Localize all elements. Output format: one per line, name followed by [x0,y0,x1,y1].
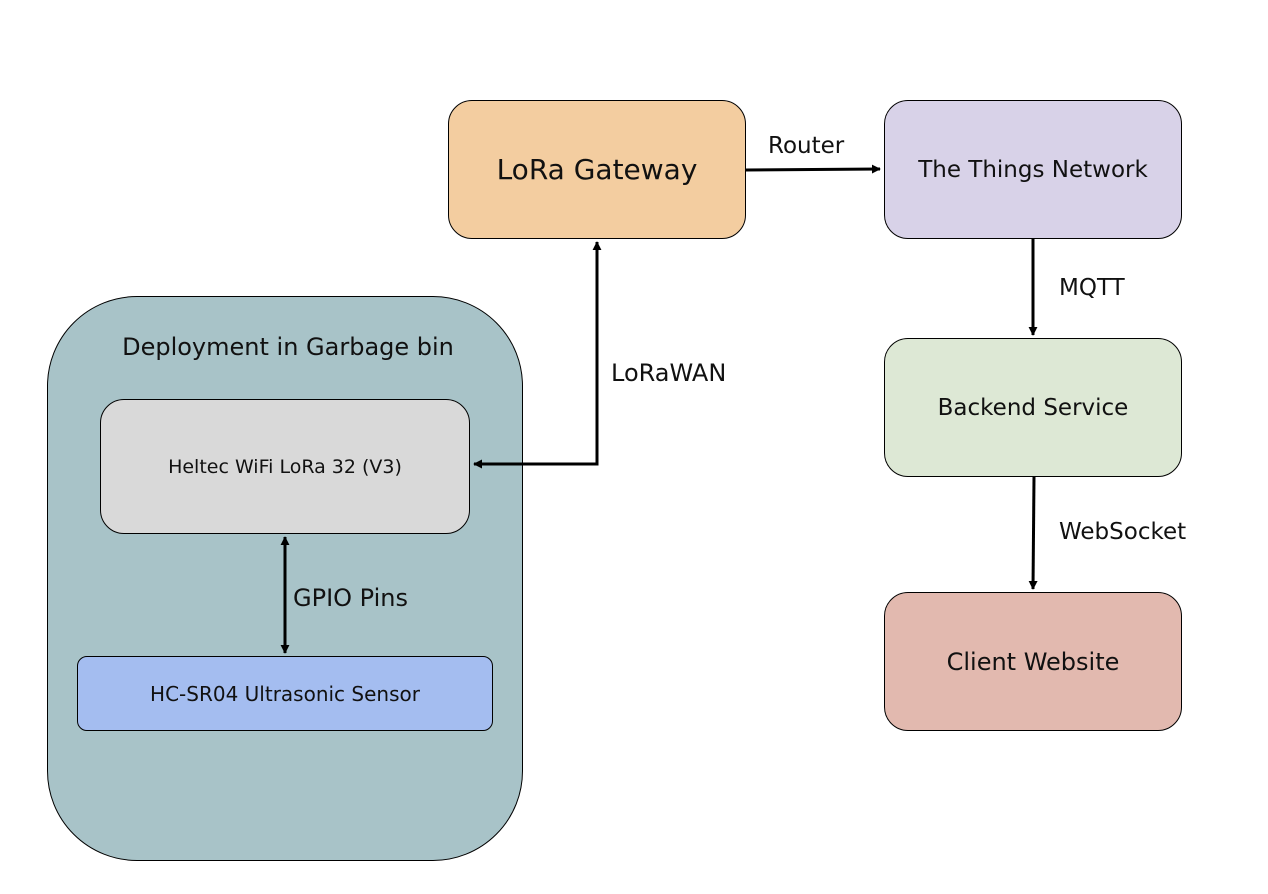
deployment-container-title: Deployment in Garbage bin [122,333,454,361]
heltec-node[interactable]: Heltec WiFi LoRa 32 (V3) [100,399,470,534]
sensor-node[interactable]: HC-SR04 Ultrasonic Sensor [77,656,493,731]
gateway-node-label: LoRa Gateway [496,153,698,186]
gpio-edge-label: GPIO Pins [293,584,408,612]
website-node[interactable]: Client Website [884,592,1182,731]
websocket-edge-label: WebSocket [1059,519,1187,545]
mqtt-edge-label: MQTT [1059,275,1125,301]
website-node-label: Client Website [946,647,1120,676]
backend-node[interactable]: Backend Service [884,338,1182,477]
ttn-node-label: The Things Network [918,156,1148,183]
sensor-node-label: HC-SR04 Ultrasonic Sensor [150,681,420,706]
lorawan-edge-label: LoRaWAN [611,359,727,387]
lorawan-arrow [473,241,602,469]
heltec-node-label: Heltec WiFi LoRa 32 (V3) [168,455,402,478]
backend-node-label: Backend Service [937,394,1129,421]
router-arrow [745,164,881,174]
gateway-node[interactable]: LoRa Gateway [448,100,746,239]
ttn-node[interactable]: The Things Network [884,100,1182,239]
router-edge-label: Router [768,133,845,159]
websocket-arrow [1028,476,1038,590]
